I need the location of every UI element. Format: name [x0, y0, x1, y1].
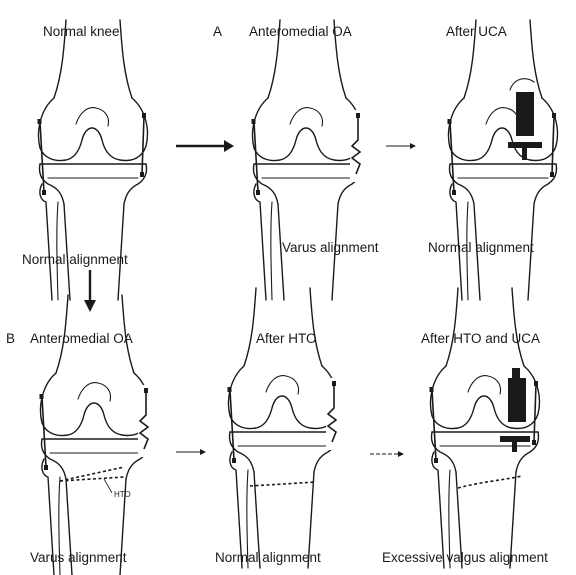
arrow-down-to-b [84, 270, 96, 312]
hto-wedge-planned [60, 467, 124, 481]
arrow-normal-to-oa [176, 140, 234, 152]
label-normal-alignment-1: Normal alignment [22, 252, 128, 268]
a-after-uca-illustration [448, 20, 558, 300]
label-excessive-valgus: Excessive valgus alignment [382, 550, 548, 566]
uca-femoral-component [516, 92, 534, 136]
b-after-hto-uca-illustration [430, 288, 540, 568]
b-after-hto-illustration [228, 288, 341, 568]
label-b-anteromedial-oa: Anteromedial OA [30, 331, 133, 347]
label-varus-alignment-2: Varus alignment [30, 550, 127, 566]
label-b-after-hto-uca: After HTO and UCA [421, 331, 540, 347]
label-normal-knee: Normal knee [43, 24, 120, 40]
label-b-after-hto: After HTO [256, 331, 317, 347]
uca-tibial-component-b [500, 436, 530, 442]
label-normal-alignment-3: Normal alignment [215, 550, 321, 566]
label-panel-a: A [213, 24, 222, 40]
hto-osteotomy-line [250, 482, 316, 486]
label-normal-alignment-2: Normal alignment [428, 240, 534, 256]
uca-femoral-component-b [508, 378, 526, 422]
arrow-oa-to-uca [386, 143, 416, 149]
label-a-anteromedial-oa: Anteromedial OA [249, 24, 352, 40]
arrow-oa-to-hto [176, 449, 206, 455]
label-a-after-uca: After UCA [446, 24, 507, 40]
arrow-hto-to-uca [370, 451, 404, 457]
label-panel-b: B [6, 331, 15, 347]
label-varus-alignment-1: Varus alignment [282, 240, 379, 256]
a-anteromedial-oa-illustration [252, 20, 365, 300]
label-hto-annotation: HTO [114, 490, 131, 500]
uca-tibial-component [508, 142, 542, 148]
